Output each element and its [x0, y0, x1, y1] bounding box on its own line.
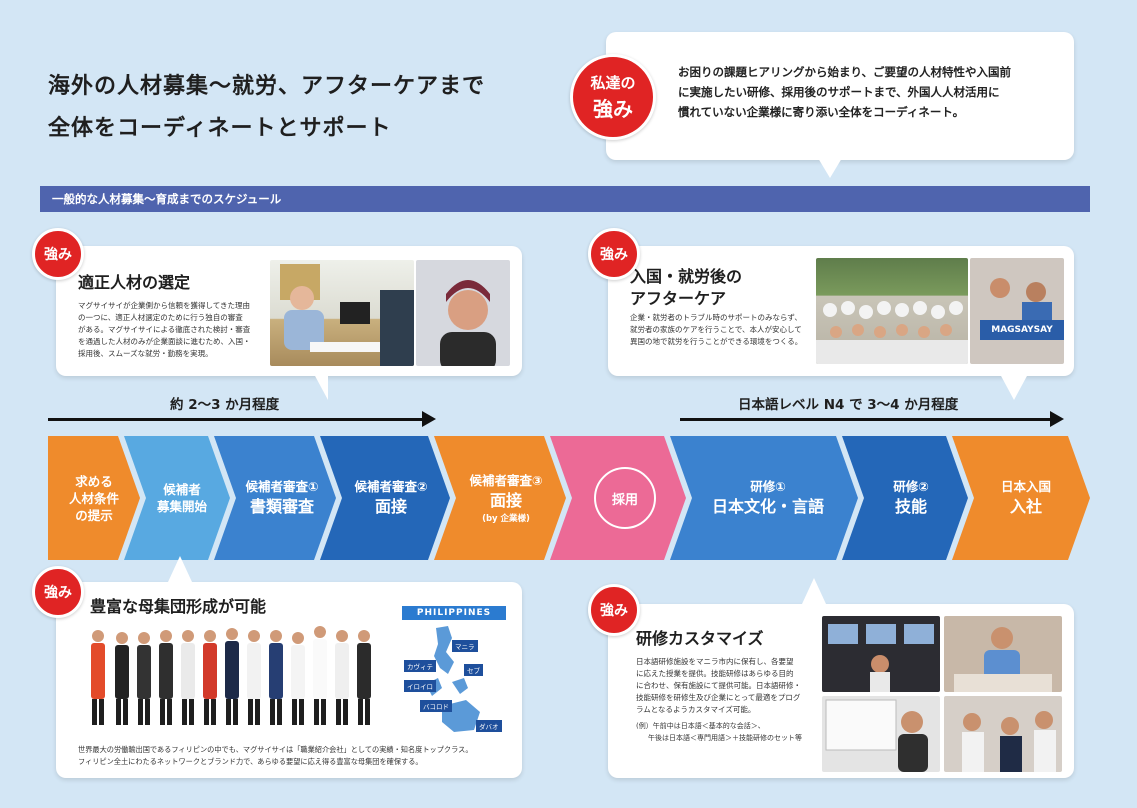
cooking-photo [944, 616, 1062, 692]
flow-step-recruitment-start: 候補者 募集開始 [156, 482, 207, 514]
city-label-davao: ダバオ [476, 720, 502, 732]
simulator-photo [822, 616, 940, 692]
flow-step-3-shape [214, 436, 336, 560]
process-flow-shapes [48, 436, 1090, 560]
card-selection-heading: 適正人材の選定 [78, 273, 191, 292]
cooking-illustration [954, 627, 1052, 692]
group-illustration [816, 301, 968, 364]
flow-step-7-shape [670, 436, 858, 560]
our-strength-text: お困りの課題ヒアリングから始まり、ご要望の人材特性や入国前 に実施したい研修、採… [678, 65, 1012, 119]
duration-right: 日本語レベル N4 で 3〜4 か月程度 [738, 397, 959, 413]
duration-arrow-left [48, 418, 424, 421]
duration-left: 約 2〜3 か月程度 [170, 397, 280, 413]
strength-badge-pool: 強み [32, 566, 84, 618]
card-pool-text: 世界最大の労働輸出国であるフィリピンの中でも、マグサイサイは「職業紹介会社」とし… [78, 745, 473, 766]
classroom-illustration [825, 699, 928, 772]
magsaysay-sign: MAGSAYSAY [980, 320, 1064, 340]
card-training-heading: 研修カスタマイズ [636, 629, 764, 648]
card-training-example: (例）午前中は日本語＜基本的な会話＞、 午後は日本語＜専門用語＞＋技能研修のセッ… [636, 722, 802, 742]
flow-step-training-skills: 研修② 技能 [893, 478, 929, 516]
flow-step-2-shape [124, 436, 230, 560]
flow-step-requirements: 求める 人材条件 の提示 [68, 473, 119, 523]
workers-illustration [86, 626, 386, 736]
card-aftercare-text: 企業・就労者のトラブル時のサポートのみならず、 就労者の家族のケアを行うことで、… [630, 313, 803, 346]
office-people-illustration [990, 278, 1052, 320]
card-training: 研修カスタマイズ 日本語研修施設をマニラ市内に保有し、各要望 に応えた授業を提供… [608, 578, 1074, 778]
card-pool: 豊富な母集団形成が可能 [56, 556, 522, 778]
flow-step-4-shape [320, 436, 450, 560]
flow-step-hiring: 採用 [570, 436, 680, 560]
card-pool-heading: 豊富な母集団形成が可能 [90, 597, 267, 616]
flow-step-1-shape [48, 436, 140, 560]
hiring-circle: 採用 [594, 467, 656, 529]
strength-badge-training: 強み [588, 584, 640, 636]
philippines-map-title: PHILIPPINES [402, 606, 506, 620]
flow-step-5-shape [434, 436, 566, 560]
workers-figures [91, 626, 371, 725]
flow-step-8-shape [842, 436, 968, 560]
flow-step-9-shape [952, 436, 1090, 560]
care-training-photo [944, 696, 1062, 772]
philippines-map: PHILIPPINES マニラ カヴィテ セブ イロイロ バコロド ダバオ [402, 606, 506, 736]
our-strength-bubble: お困りの課題ヒアリングから始まり、ご要望の人材特性や入国前 に実施したい研修、採… [606, 32, 1074, 178]
card-selection: 適正人材の選定 マグサイサイが企業側から信頼を獲得してきた理由 の一つに、適正人… [56, 246, 522, 400]
card-aftercare: 入国・就労後の アフターケア 企業・就労者のトラブル時のサポートのみならず、 就… [608, 246, 1074, 400]
card-selection-text: マグサイサイが企業側から信頼を獲得してきた理由 の一つに、適正人材選定のために行… [78, 301, 251, 358]
strength-badge-selection: 強み [32, 228, 84, 280]
duration-arrowhead-left [422, 411, 436, 427]
classroom-photo [822, 696, 940, 772]
city-label-iloilo: イロイロ [404, 680, 436, 692]
city-label-manila: マニラ [452, 640, 478, 652]
page-title-line2: 全体をコーディネートとサポート [48, 116, 392, 141]
page-title-line1: 海外の人材募集〜就労、アフターケアまで [48, 74, 486, 99]
woman-portrait-photo [416, 260, 510, 366]
schedule-section-bar: 一般的な人材募集〜育成までのスケジュール [40, 186, 1090, 212]
flow-step-training-culture-language: 研修① 日本文化・言語 [711, 478, 824, 516]
flow-step-company-interview: 候補者審査③ 面接 (by 企業様) [469, 472, 543, 524]
duration-arrow-right [680, 418, 1052, 421]
city-label-cavite: カヴィテ [404, 660, 436, 672]
interview-illustration [280, 264, 414, 366]
card-aftercare-heading: 入国・就労後の アフターケア [630, 267, 743, 308]
our-strength-badge: 私達の 強み [570, 54, 656, 140]
duration-arrowhead-right [1050, 411, 1064, 427]
woman-portrait-illustration [440, 280, 496, 366]
care-training-illustration [962, 711, 1056, 772]
city-label-bacolod: バコロド [420, 700, 452, 712]
simulator-illustration [828, 624, 934, 692]
city-label-cebu: セブ [464, 664, 483, 676]
card-training-text: 日本語研修施設をマニラ市内に保有し、各要望 に応えた授業を提供。技能研修はあらゆ… [636, 657, 801, 714]
flow-step-interview: 候補者審査② 面接 [354, 478, 428, 516]
interview-photo [270, 260, 414, 366]
flow-step-entry-japan: 日本入国 入社 [1000, 478, 1051, 516]
group-photo [816, 258, 968, 364]
office-sign-photo: MAGSAYSAY [970, 258, 1064, 364]
process-flow: 求める 人材条件 の提示 候補者 募集開始 候補者審査① 書類審査 候補者審査②… [48, 436, 1098, 560]
strength-badge-aftercare: 強み [588, 228, 640, 280]
flow-step-document-screening: 候補者審査① 書類審査 [245, 478, 319, 516]
